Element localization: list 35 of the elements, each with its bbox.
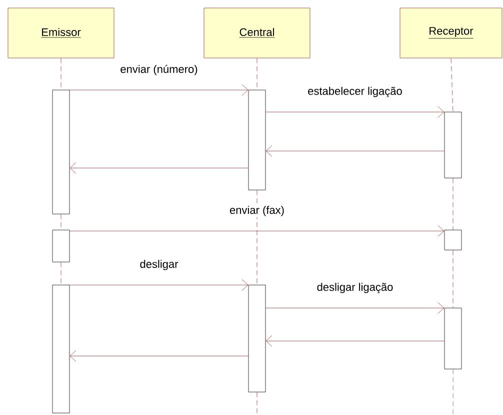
activation-bar bbox=[248, 90, 266, 190]
lifeline bbox=[60, 214, 62, 230]
lifeline bbox=[450, 58, 454, 112]
message-label: desligar ligação bbox=[316, 282, 394, 294]
message-arrow bbox=[266, 106, 444, 118]
lifeline bbox=[60, 262, 62, 285]
message-arrow bbox=[70, 225, 444, 237]
object-box: Central bbox=[204, 8, 310, 58]
activation-bar bbox=[248, 284, 266, 392]
message-arrow bbox=[266, 302, 444, 314]
message-arrow bbox=[266, 145, 444, 157]
lifeline bbox=[452, 369, 454, 415]
activation-bar bbox=[444, 308, 462, 370]
activation-bar bbox=[444, 112, 462, 178]
message-arrow bbox=[70, 279, 248, 291]
activation-bar bbox=[52, 90, 70, 214]
lifeline bbox=[60, 58, 62, 90]
lifeline bbox=[256, 58, 258, 90]
object-box: Receptor bbox=[400, 8, 502, 58]
activation-bar bbox=[444, 230, 462, 250]
activation-bar bbox=[52, 230, 70, 262]
message-label: enviar (fax) bbox=[228, 204, 286, 218]
message-arrow bbox=[70, 84, 248, 96]
message-label: desligar bbox=[138, 258, 180, 272]
object-box: Emissor bbox=[8, 8, 114, 58]
message-arrow bbox=[266, 335, 444, 347]
message-label: estabelecer ligação bbox=[306, 86, 404, 98]
lifeline bbox=[452, 178, 454, 230]
activation-bar bbox=[52, 284, 70, 414]
message-arrow bbox=[70, 350, 248, 362]
lifeline bbox=[256, 190, 258, 285]
message-label: enviar (número) bbox=[119, 64, 199, 76]
lifeline bbox=[452, 250, 454, 308]
lifeline bbox=[256, 392, 258, 415]
message-arrow bbox=[70, 162, 248, 174]
